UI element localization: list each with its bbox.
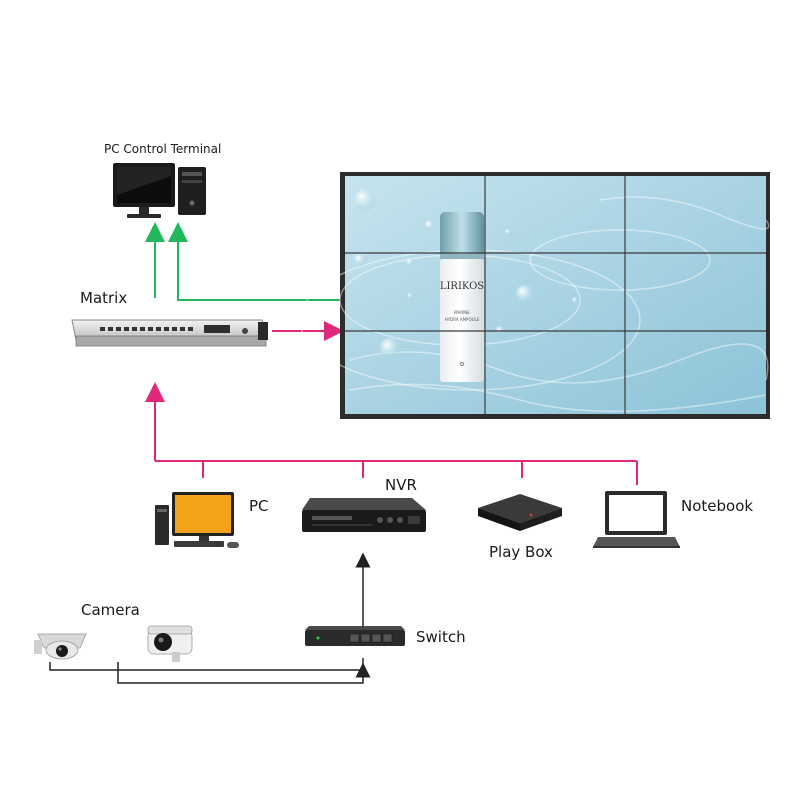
wall-image bbox=[345, 176, 766, 414]
pc-control-terminal bbox=[113, 163, 206, 218]
camera1-to-switch-line bbox=[49, 658, 364, 671]
tile-seams bbox=[345, 176, 766, 414]
dome-camera-icon bbox=[34, 633, 87, 660]
notebook-label: Notebook bbox=[681, 497, 754, 515]
nvr-label: NVR bbox=[385, 476, 417, 494]
bubbles bbox=[354, 189, 578, 358]
svg-text:✿: ✿ bbox=[459, 361, 464, 368]
play-box-device bbox=[478, 494, 562, 531]
pc-device bbox=[155, 492, 239, 548]
computer-tower-icon bbox=[178, 167, 206, 215]
switch-device bbox=[305, 626, 405, 646]
camera-label: Camera bbox=[81, 601, 140, 619]
notebook-device bbox=[593, 491, 680, 548]
play-box-label: Play Box bbox=[489, 543, 553, 561]
matrix-device bbox=[71, 319, 268, 347]
camera2-to-switch-line bbox=[117, 662, 371, 684]
signal-lines bbox=[145, 321, 638, 485]
switch-label: Switch bbox=[416, 628, 466, 646]
monitor-icon bbox=[172, 492, 239, 548]
bullet-camera-icon bbox=[147, 625, 193, 662]
monitor-icon bbox=[113, 163, 175, 218]
bottle-line2: HYDRA AMPOULE bbox=[445, 317, 480, 322]
video-wall: LIRIKOS MARINE HYDRA AMPOULE ✿ bbox=[299, 172, 770, 419]
bottle-brand: LIRIKOS bbox=[440, 281, 484, 292]
camera-lines bbox=[49, 552, 371, 684]
matrix-label: Matrix bbox=[80, 289, 128, 307]
product-bottle: LIRIKOS MARINE HYDRA AMPOULE ✿ bbox=[440, 212, 484, 382]
nvr-device bbox=[302, 498, 426, 532]
pc-label: PC bbox=[249, 497, 269, 515]
bottle-line1: MARINE bbox=[454, 310, 470, 315]
control-lines bbox=[145, 222, 340, 301]
wall-to-terminal-line bbox=[168, 222, 340, 301]
pc-control-terminal-label: PC Control Terminal bbox=[104, 142, 222, 156]
computer-tower-icon bbox=[155, 505, 169, 545]
